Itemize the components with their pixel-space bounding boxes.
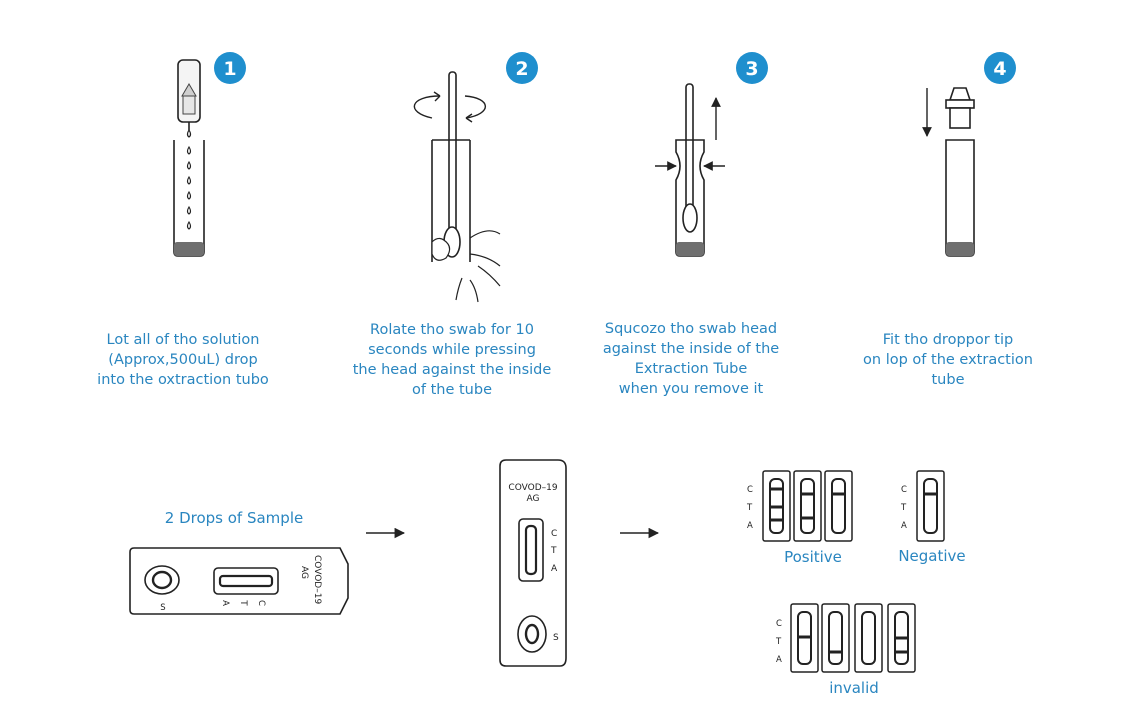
step-1-illustration <box>173 59 205 257</box>
svg-text:T: T <box>900 503 907 513</box>
step-4-badge: 4 <box>984 52 1016 84</box>
vertical-cassette-label: COVOD–19 AG <box>508 483 557 504</box>
sample-cassette-label: COVOD–19 AG <box>299 555 322 604</box>
sample-window-labels: C T A <box>220 599 266 606</box>
svg-text:C: C <box>901 485 907 495</box>
svg-text:T: T <box>775 637 782 647</box>
svg-text:T: T <box>746 503 753 513</box>
step-4-illustration <box>922 87 975 257</box>
step-3-badge: 3 <box>736 52 768 84</box>
negative-axis-labels: C T A <box>900 485 907 531</box>
invalid-label: invalid <box>829 679 879 697</box>
svg-text:C: C <box>551 529 557 539</box>
positive-label: Positive <box>784 548 842 566</box>
negative-strip <box>916 470 945 542</box>
step-2-caption: Rolate tho swab for 10 seconds while pre… <box>352 322 552 398</box>
svg-text:C: C <box>776 619 782 629</box>
svg-text:AG: AG <box>299 566 309 579</box>
svg-text:C: C <box>747 485 753 495</box>
step-3-illustration <box>655 83 725 257</box>
svg-text:S: S <box>553 633 559 643</box>
sample-cassette <box>129 547 349 615</box>
positive-axis-labels: C T A <box>746 485 753 531</box>
svg-text:AG: AG <box>527 494 540 504</box>
invalid-axis-labels: C T A <box>775 619 782 665</box>
svg-text:COVOD–19: COVOD–19 <box>312 555 322 604</box>
step-1-caption: Lot all of tho solution (Approx,500uL) d… <box>97 332 269 388</box>
step-3-caption: Squcozo tho swab head against the inside… <box>602 321 780 397</box>
cassette-sample-well <box>517 615 547 653</box>
step-4-caption: Fit tho droppor tip on lop of the extrac… <box>863 332 1033 388</box>
sample-title: 2 Drops of Sample <box>164 509 304 527</box>
svg-text:C: C <box>256 600 266 606</box>
svg-text:4: 4 <box>993 58 1006 80</box>
svg-text:A: A <box>747 521 753 531</box>
svg-text:A: A <box>220 600 230 606</box>
svg-text:T: T <box>238 599 248 606</box>
svg-text:A: A <box>776 655 782 665</box>
sample-well-label: S <box>160 603 165 613</box>
svg-text:A: A <box>901 521 907 531</box>
positive-strips <box>762 470 853 542</box>
svg-text:2: 2 <box>515 58 528 80</box>
svg-text:3: 3 <box>745 58 758 80</box>
negative-label: Negative <box>898 547 965 565</box>
vertical-cassette <box>499 459 567 667</box>
step-1-badge: 1 <box>214 52 246 84</box>
svg-text:COVOD–19: COVOD–19 <box>508 483 557 493</box>
sample-well <box>144 565 180 595</box>
step-2-illustration <box>413 71 501 303</box>
vertical-window-labels: C T A S <box>550 529 559 643</box>
step-2-badge: 2 <box>506 52 538 84</box>
svg-text:T: T <box>550 546 557 556</box>
svg-text:1: 1 <box>223 58 236 80</box>
invalid-strips <box>790 603 916 673</box>
svg-text:A: A <box>551 564 558 574</box>
